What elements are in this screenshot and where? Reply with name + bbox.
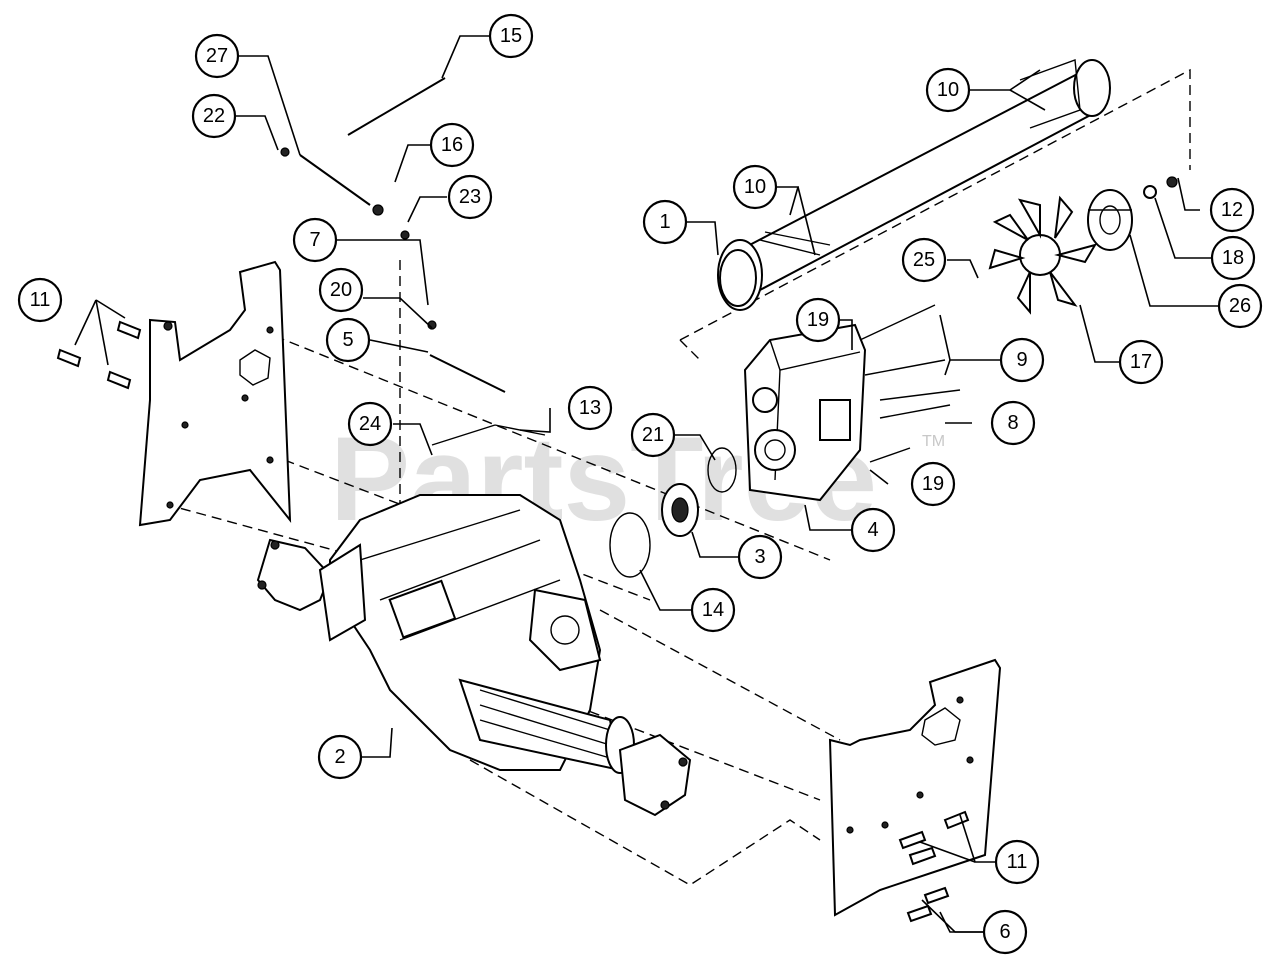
long-bolts: [859, 304, 961, 401]
svg-text:11: 11: [30, 289, 51, 311]
callout-6: 6: [982, 909, 1028, 955]
callout-11-right: 11: [994, 839, 1040, 885]
svg-text:10: 10: [937, 79, 959, 101]
svg-text:14: 14: [702, 599, 724, 621]
callout-12: 12: [1209, 187, 1255, 233]
svg-text:19: 19: [807, 309, 829, 331]
callout-2: 2: [317, 734, 363, 780]
callout-23: 23: [447, 174, 493, 220]
svg-text:22: 22: [203, 105, 225, 127]
svg-text:15: 15: [500, 25, 522, 47]
nut-washer: [1143, 176, 1178, 199]
left-axle-hub: [256, 538, 367, 642]
svg-text:16: 16: [441, 134, 463, 156]
callout-19-bottom: 19: [910, 461, 956, 507]
svg-text:13: 13: [579, 397, 601, 419]
bolt-8: [879, 404, 951, 419]
callout-19-top: 19: [795, 297, 841, 343]
gear: [661, 483, 699, 537]
svg-text:2: 2: [334, 746, 345, 768]
callout-5: 5: [325, 317, 371, 363]
left-side-plate: [138, 260, 292, 527]
svg-text:25: 25: [913, 249, 935, 271]
svg-text:20: 20: [330, 279, 352, 301]
callout-27: 27: [194, 33, 240, 79]
svg-text:26: 26: [1229, 295, 1251, 317]
callout-24: 24: [347, 401, 393, 447]
callout-10-mid: 10: [732, 164, 778, 210]
svg-text:3: 3: [754, 546, 765, 568]
svg-text:23: 23: [459, 186, 481, 208]
callout-17: 17: [1118, 339, 1164, 385]
callout-16: 16: [429, 122, 475, 168]
callout-21: 21: [630, 412, 676, 458]
callout-22: 22: [191, 93, 237, 139]
svg-text:6: 6: [999, 921, 1010, 943]
callout-10-top: 10: [925, 67, 971, 113]
svg-text:4: 4: [867, 519, 878, 541]
callout-13: 13: [567, 385, 613, 431]
transaxle-housing: [329, 494, 635, 774]
svg-text:8: 8: [1007, 412, 1018, 434]
callout-14: 14: [690, 587, 736, 633]
svg-text:12: 12: [1221, 199, 1243, 221]
callout-3: 3: [737, 534, 783, 580]
callout-20: 20: [318, 267, 364, 313]
svg-text:1: 1: [659, 211, 670, 233]
left-bolts: [56, 320, 173, 390]
callout-1: 1: [642, 199, 688, 245]
control-linkage: [280, 77, 546, 446]
callout-11-left: 11: [17, 277, 63, 323]
hydraulic-pump: [743, 323, 867, 502]
right-side-plate: [828, 658, 1002, 917]
callout-4: 4: [850, 507, 896, 553]
right-bolts: [898, 810, 970, 923]
callout-18: 18: [1210, 235, 1256, 281]
callout-26: 26: [1217, 283, 1263, 329]
svg-text:10: 10: [744, 176, 766, 198]
svg-text:18: 18: [1222, 247, 1244, 269]
svg-text:27: 27: [206, 45, 228, 67]
callout-9: 9: [999, 337, 1045, 383]
callout-7: 7: [292, 217, 338, 263]
leader-lines: [74, 35, 1218, 933]
svg-text:24: 24: [359, 413, 381, 435]
svg-text:7: 7: [309, 229, 320, 251]
seal-ring: [707, 447, 737, 493]
callout-8: 8: [990, 400, 1036, 446]
bolt-19: [869, 447, 911, 463]
o-ring: [609, 512, 651, 578]
callout-15: 15: [488, 13, 534, 59]
cooling-fan: [988, 195, 1098, 315]
right-axle-hub: [618, 733, 692, 817]
drive-pulley: [1087, 189, 1133, 251]
callout-25: 25: [901, 237, 947, 283]
bearing: [719, 249, 757, 307]
svg-text:11: 11: [1007, 851, 1028, 873]
svg-text:21: 21: [642, 424, 664, 446]
svg-text:17: 17: [1130, 351, 1152, 373]
svg-text:9: 9: [1016, 349, 1027, 371]
svg-text:5: 5: [342, 329, 353, 351]
svg-text:19: 19: [922, 473, 944, 495]
watermark-tm: TM: [922, 433, 945, 450]
